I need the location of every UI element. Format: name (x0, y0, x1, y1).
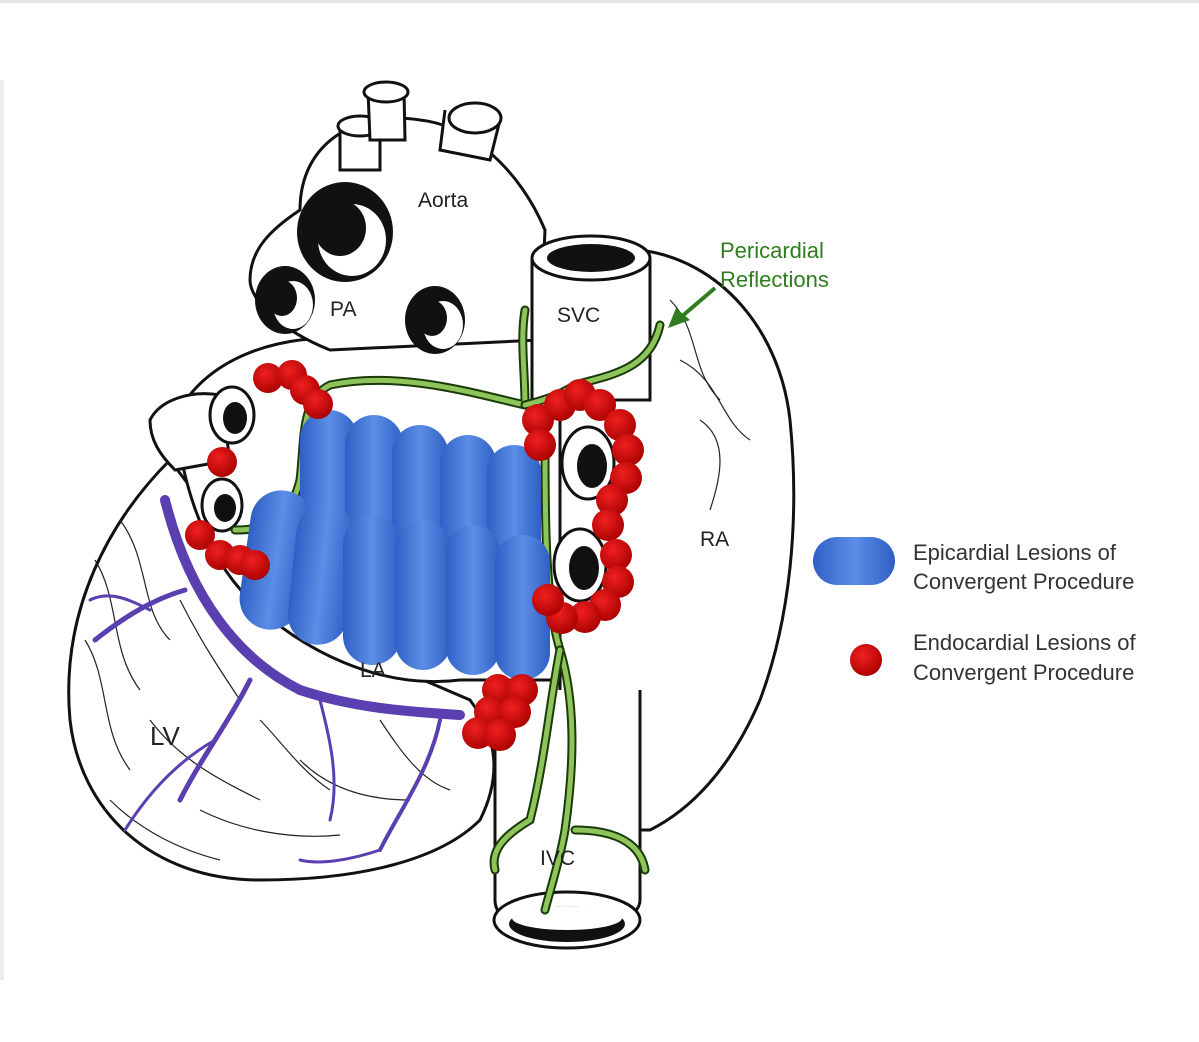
label-pa: PA (330, 298, 356, 321)
epicardial-lesion (343, 515, 401, 665)
legend-epicardial-swatch (813, 537, 895, 585)
legend-epicardial-line1: Epicardial Lesions of (913, 540, 1117, 565)
label-ra: RA (700, 528, 729, 551)
legend-endocardial-line2: Convergent Procedure (913, 660, 1134, 685)
endocardial-lesion (524, 429, 556, 461)
endocardial-lesion (532, 584, 564, 616)
legend: Epicardial Lesions of Convergent Procedu… (813, 537, 1136, 685)
endocardial-lesion (612, 434, 644, 466)
label-lv: LV (150, 721, 181, 751)
legend-epicardial-line2: Convergent Procedure (913, 569, 1134, 594)
legend-endocardial-swatch (850, 644, 882, 676)
epicardial-lesion (395, 520, 451, 670)
label-svc: SVC (557, 304, 600, 327)
endocardial-lesion (484, 719, 516, 751)
left-border (0, 80, 4, 980)
legend-endocardial-line1: Endocardial Lesions of (913, 630, 1136, 655)
top-border (0, 0, 1199, 3)
label-la: LA (360, 659, 386, 682)
label-aorta: Aorta (418, 189, 469, 212)
endocardial-lesion (207, 447, 237, 477)
aorta-openings (297, 182, 393, 282)
label-pericardial-line1: Pericardial (720, 238, 824, 263)
endocardial-lesion (303, 389, 333, 419)
endocardial-lesion (592, 509, 624, 541)
endocardial-lesion (240, 550, 270, 580)
epicardial-lesion (446, 525, 500, 675)
label-ivc: IVC (540, 847, 575, 870)
label-pericardial-line2: Reflections (720, 267, 829, 292)
